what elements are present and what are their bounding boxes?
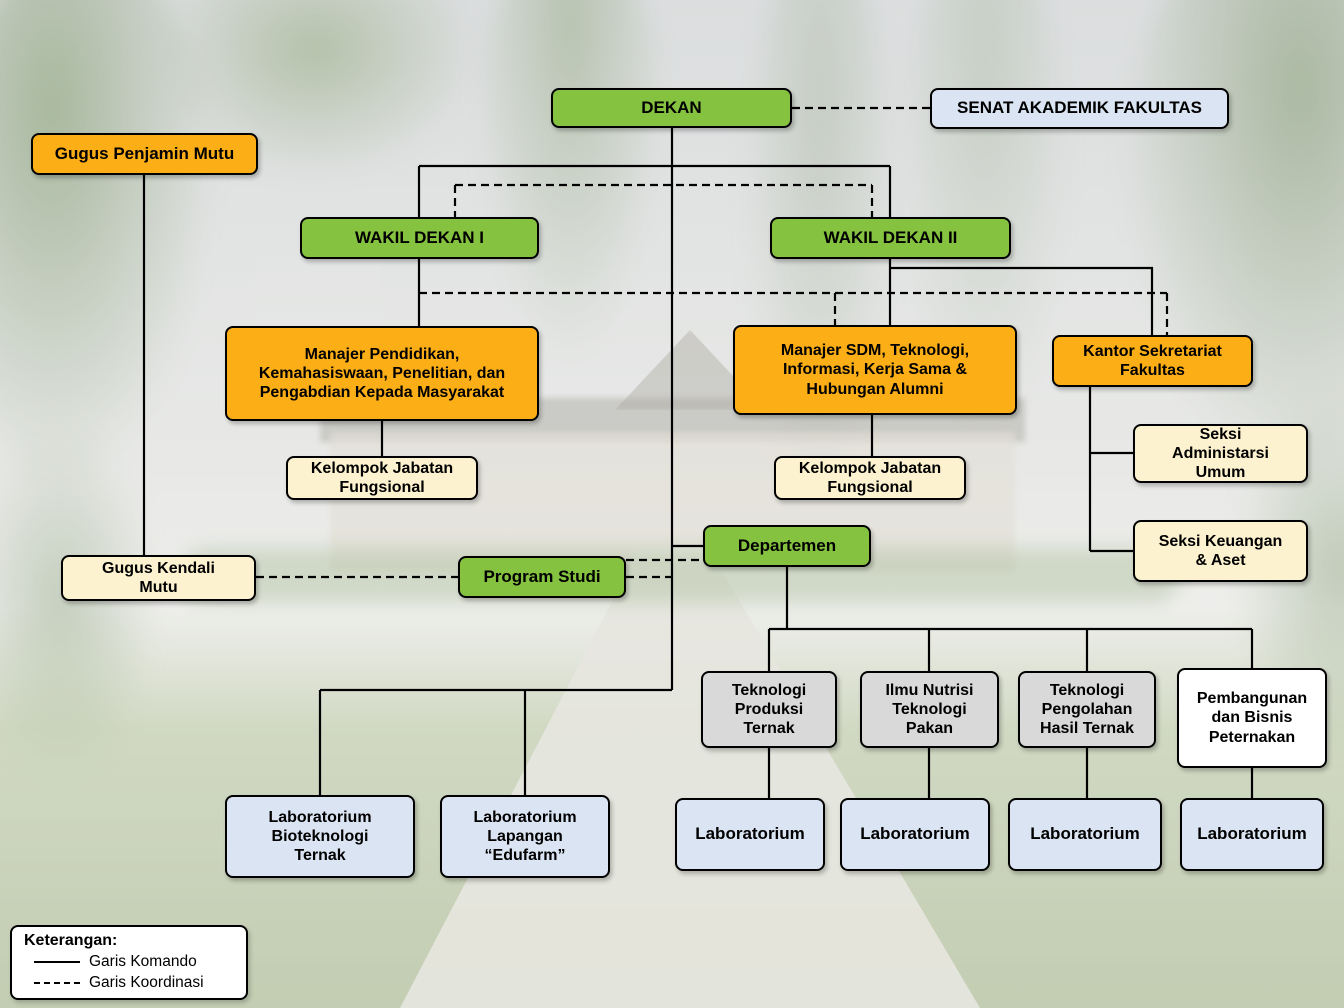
node-wakil-dekan-2: WAKIL DEKAN II: [770, 217, 1011, 259]
line-wd2-to-kantor-sekretariat: [890, 266, 1154, 335]
line-departemen-to-depts: [767, 567, 1254, 671]
node-lab-2: Laboratorium: [840, 798, 990, 871]
legend-box: Keterangan: Garis Komando Garis Koordina…: [10, 925, 248, 1000]
node-wakil-dekan-1: WAKIL DEKAN I: [300, 217, 539, 259]
line-dekan-wakil-koordinasi: [453, 183, 874, 217]
node-seksi-keuangan-aset: Seksi Keuangan & Aset: [1133, 520, 1308, 582]
solid-line-sample: [34, 961, 80, 963]
node-dept-teknologi-pengolahan-hasil-ternak: Teknologi Pengolahan Hasil Ternak: [1018, 671, 1156, 748]
node-lab-bioteknologi-ternak: Laboratorium Bioteknologi Ternak: [225, 795, 415, 878]
node-manajer-pendidikan: Manajer Pendidikan, Kemahasiswaan, Penel…: [225, 326, 539, 421]
node-dekan: DEKAN: [551, 88, 792, 128]
line-trunk-to-left-labs: [318, 688, 672, 795]
node-dept-teknologi-produksi-ternak: Teknologi Produksi Ternak: [701, 671, 837, 748]
node-dept-pembangunan-bisnis-peternakan: Pembangunan dan Bisnis Peternakan: [1177, 668, 1327, 768]
line-wd1-koordinasi: [419, 291, 1169, 335]
node-kelompok-jabatan-fungsional-1: Kelompok Jabatan Fungsional: [286, 456, 478, 500]
node-lab-1: Laboratorium: [675, 798, 825, 871]
node-manajer-sdm: Manajer SDM, Teknologi, Informasi, Kerja…: [733, 325, 1017, 415]
bg-hedge: [180, 548, 1180, 603]
node-lab-4: Laboratorium: [1180, 798, 1324, 871]
line-kantor-to-seksi: [1088, 387, 1133, 553]
bg-tree-center: [470, 0, 670, 360]
node-program-studi: Program Studi: [458, 556, 626, 598]
koordinasi-lines: [256, 106, 1169, 579]
legend-row-koordinasi: Garis Koordinasi: [34, 974, 236, 992]
legend-row-komando: Garis Komando: [34, 953, 236, 971]
node-senat-akademik-fakultas: SENAT AKADEMIK FAKULTAS: [930, 88, 1229, 129]
line-depts-to-labs: [767, 748, 1254, 798]
legend-koordinasi-label: Garis Koordinasi: [89, 974, 204, 991]
node-lab-3: Laboratorium: [1008, 798, 1162, 871]
node-gugus-kendali-mutu: Gugus Kendali Mutu: [61, 555, 256, 601]
node-kelompok-jabatan-fungsional-2: Kelompok Jabatan Fungsional: [774, 456, 966, 500]
node-dept-ilmu-nutrisi-teknologi-pakan: Ilmu Nutrisi Teknologi Pakan: [860, 671, 999, 748]
legend-komando-label: Garis Komando: [89, 953, 197, 970]
legend-title: Keterangan:: [24, 932, 118, 949]
node-kantor-sekretariat-fakultas: Kantor Sekretariat Fakultas: [1052, 335, 1253, 387]
node-departemen: Departemen: [703, 525, 871, 567]
node-seksi-administrasi-umum: Seksi Administarsi Umum: [1133, 424, 1308, 483]
node-gugus-penjamin-mutu: Gugus Penjamin Mutu: [31, 133, 258, 175]
line-dekan-to-wakil-tee: [417, 164, 892, 217]
node-lab-edufarm: Laboratorium Lapangan “Edufarm”: [440, 795, 610, 878]
dashed-line-sample: [34, 982, 80, 984]
